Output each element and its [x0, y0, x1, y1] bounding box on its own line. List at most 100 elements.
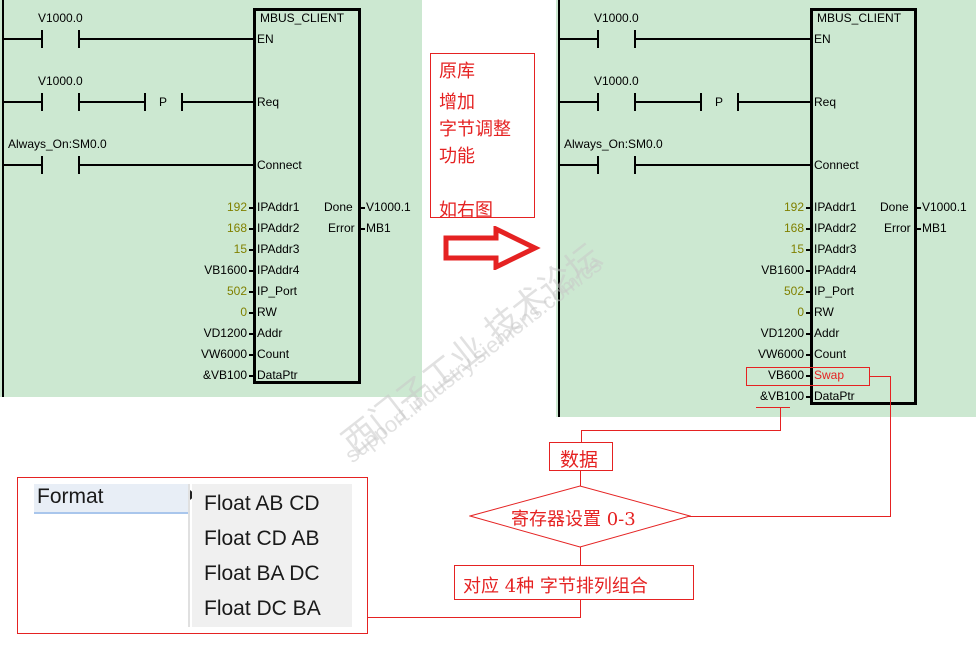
format-option[interactable]: Float AB CD	[204, 492, 320, 515]
input-value-ipaddr2[interactable]: 168	[226, 221, 247, 235]
format-option[interactable]: Float BA DC	[204, 562, 320, 585]
note-line: 原库	[439, 61, 475, 82]
pin-req: Req	[814, 95, 837, 109]
input-value-dataptr[interactable]: &VB100	[202, 368, 247, 382]
input-value-rw[interactable]: 0	[797, 305, 804, 319]
wire	[635, 38, 811, 40]
pin-ipaddr1: IPAddr1	[814, 200, 857, 214]
output-error-value[interactable]: MB1	[922, 221, 947, 235]
wire	[79, 101, 145, 103]
result-box-label: 对应 4种 字节排列组合	[463, 576, 648, 597]
note-text: 原库增加字节调整功能 如右图	[439, 58, 511, 224]
format-menu-item[interactable]: Format	[34, 484, 196, 514]
power-rail	[558, 0, 560, 417]
wire	[3, 164, 41, 166]
result-box: 对应 4种 字节排列组合	[454, 565, 694, 600]
contact-no[interactable]	[597, 30, 599, 48]
data-box-label: 数据	[560, 449, 599, 471]
pin-tick	[361, 228, 365, 230]
wire	[559, 101, 597, 103]
swap-highlight-box	[746, 367, 870, 386]
pin-rw: RW	[814, 305, 834, 319]
format-option[interactable]: Float DC BA	[204, 597, 321, 620]
ladder-panel-original: V1000.0 V1000.0 P Always_On:SM0.0 MBUS_C…	[0, 0, 422, 397]
connector-line	[580, 546, 581, 565]
pin-tick	[249, 270, 253, 272]
input-value-ipaddr3[interactable]: 15	[233, 242, 247, 256]
pin-tick	[917, 228, 921, 230]
input-value-ipaddr1[interactable]: 192	[226, 200, 247, 214]
input-value-ipaddr4[interactable]: VB1600	[204, 263, 247, 277]
pin-tick	[249, 228, 253, 230]
pin-ipaddr1: IPAddr1	[257, 200, 300, 214]
edge-p-label: P	[715, 95, 724, 109]
output-error-value[interactable]: MB1	[366, 221, 391, 235]
input-value-count[interactable]: VW6000	[200, 347, 247, 361]
input-value-swap[interactable]: VB600	[767, 368, 804, 382]
input-value-ipaddr2[interactable]: 168	[783, 221, 804, 235]
right-arrow-icon	[443, 226, 541, 270]
pin-ipaddr3: IPAddr3	[257, 242, 300, 256]
pin-ipaddr4: IPAddr4	[814, 263, 857, 277]
wire	[559, 164, 597, 166]
edge-contact[interactable]	[700, 93, 702, 111]
input-value-count[interactable]: VW6000	[757, 347, 804, 361]
wire	[738, 101, 811, 103]
contact-label: V1000.0	[38, 11, 83, 25]
pin-error: Error	[328, 221, 355, 235]
pin-done: Done	[880, 200, 909, 214]
pin-tick	[806, 354, 810, 356]
output-done-value[interactable]: V1000.1	[366, 200, 411, 214]
block-title: MBUS_CLIENT	[817, 11, 902, 25]
contact-no[interactable]	[597, 93, 599, 111]
contact-no[interactable]	[41, 93, 43, 111]
pin-tick	[806, 291, 810, 293]
mbus-client-block[interactable]	[253, 8, 361, 384]
connector-line	[581, 430, 781, 431]
pin-connect: Connect	[257, 158, 302, 172]
note-box: 原库增加字节调整功能 如右图	[430, 53, 535, 221]
pin-ipaddr2: IPAddr2	[257, 221, 300, 235]
note-line	[439, 170, 511, 197]
pin-ip_port: IP_Port	[814, 284, 855, 298]
input-value-addr[interactable]: VD1200	[760, 326, 804, 340]
format-option[interactable]: Float CD AB	[204, 527, 320, 550]
contact-no[interactable]	[41, 30, 43, 48]
format-menu-label: Format	[37, 485, 104, 508]
input-value-ipaddr1[interactable]: 192	[783, 200, 804, 214]
input-value-ipaddr3[interactable]: 15	[790, 242, 804, 256]
ladder-panel-modified: V1000.0 V1000.0 P Always_On:SM0.0 MBUS_C…	[556, 0, 976, 417]
pin-tick	[806, 312, 810, 314]
input-value-rw[interactable]: 0	[240, 305, 247, 319]
connector-line	[580, 599, 581, 617]
contact-no[interactable]	[41, 156, 43, 174]
contact-label: V1000.0	[38, 74, 83, 88]
pin-tick	[249, 354, 253, 356]
wire	[635, 164, 811, 166]
pin-tick	[806, 228, 810, 230]
format-menu-frame: Format Float AB CD Float CD AB Float BA DC…	[17, 477, 368, 634]
input-value-dataptr[interactable]: &VB100	[759, 389, 804, 403]
contact-no[interactable]	[597, 156, 599, 174]
pin-connect: Connect	[814, 158, 859, 172]
output-done-value[interactable]: V1000.1	[922, 200, 967, 214]
pin-addr: Addr	[814, 326, 840, 340]
note-line: 如右图	[439, 200, 493, 221]
edge-contact[interactable]	[144, 93, 146, 111]
contact-label: V1000.0	[594, 74, 639, 88]
mbus-client-block[interactable]	[810, 8, 917, 405]
pin-en: EN	[257, 32, 274, 46]
wire	[79, 38, 254, 40]
connector-line	[870, 376, 891, 377]
contact-label: Always_On:SM0.0	[564, 137, 663, 151]
pin-tick	[806, 249, 810, 251]
pin-count: Count	[257, 347, 290, 361]
input-value-ip_port[interactable]: 502	[226, 284, 247, 298]
connector-line	[890, 376, 891, 516]
input-value-ip_port[interactable]: 502	[783, 284, 804, 298]
wire	[3, 38, 41, 40]
pin-done: Done	[324, 200, 353, 214]
pin-tick	[249, 291, 253, 293]
input-value-ipaddr4[interactable]: VB1600	[761, 263, 804, 277]
input-value-addr[interactable]: VD1200	[203, 326, 247, 340]
